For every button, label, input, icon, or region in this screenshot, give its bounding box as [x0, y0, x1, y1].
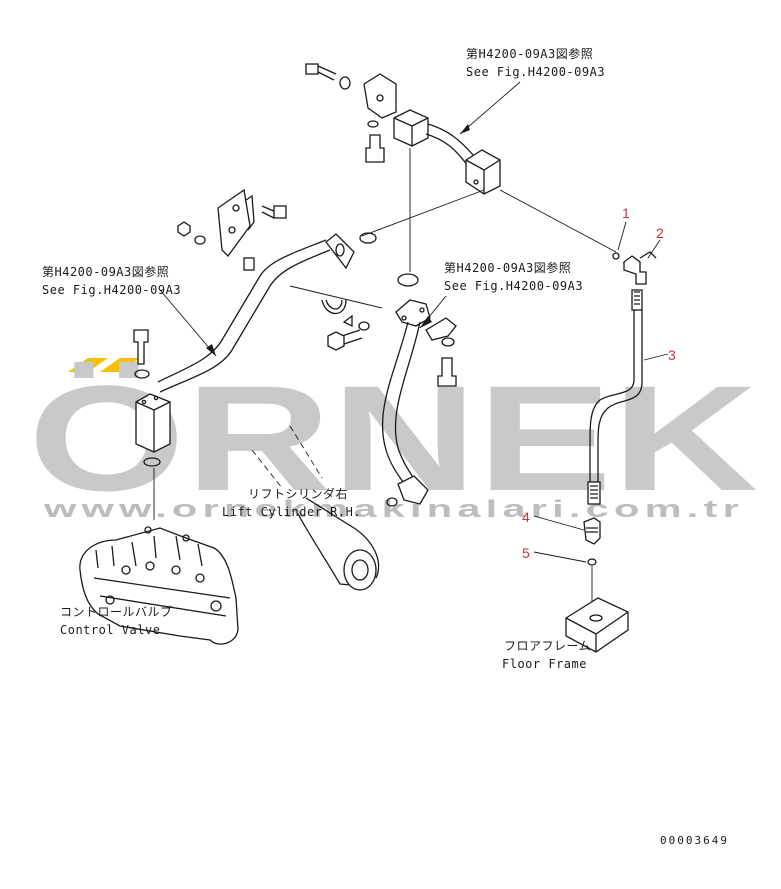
left-tube-flange: [325, 233, 355, 270]
callout-4: 4: [522, 509, 530, 525]
drawing-code: 00003649: [660, 834, 729, 847]
control-valve: [79, 526, 239, 645]
left-block: [135, 393, 171, 453]
ref-mid-en: See Fig.H4200-09A3: [444, 279, 583, 293]
control-valve-jp: コントロールバルブ: [60, 604, 173, 619]
part-2-elbow: [623, 255, 647, 285]
part-5-ring: [587, 558, 597, 566]
ref-mid-jp: 第H4200-09A3図参照: [444, 260, 571, 275]
clamp: [321, 299, 347, 315]
floor-frame-en: Floor Frame: [502, 657, 587, 671]
watermark-url: www.ornekmakinalari.com.tr: [42, 496, 744, 523]
top-bracket: [363, 73, 397, 119]
control-valve-en: Control Valve: [60, 623, 160, 637]
floor-frame-jp: フロアフレーム: [504, 639, 591, 653]
watermark-accent-right: [100, 358, 140, 372]
lift-cylinder-jp: リフトシリンダ右: [248, 486, 348, 501]
o-ring-center: [397, 273, 419, 287]
top-flange: [465, 149, 501, 195]
callout-5: 5: [522, 545, 530, 561]
small-bolt: [365, 134, 385, 163]
top-bolt: [305, 63, 351, 90]
ref-top-en: See Fig.H4200-09A3: [466, 65, 605, 79]
part-4-connector: [583, 517, 601, 545]
o-ring-upper: [359, 232, 377, 244]
callout-3: 3: [668, 347, 676, 363]
callout-2: 2: [656, 225, 664, 241]
callout-1: 1: [622, 205, 630, 221]
left-bracket-plate: [217, 188, 251, 257]
lift-cylinder: [251, 425, 380, 591]
left-tube-assembly: [133, 188, 383, 520]
watermark-accent-left: [68, 358, 108, 372]
ref-left-jp: 第H4200-09A3図参照: [42, 264, 169, 279]
lift-cylinder-en: Lift Cylinder R.H.: [222, 505, 361, 519]
right-hose: [533, 221, 669, 653]
part-1-plug: [612, 252, 620, 260]
ref-left-en: See Fig.H4200-09A3: [42, 283, 181, 297]
ref-top-jp: 第H4200-09A3図参照: [466, 46, 593, 61]
top-tube-assembly: [305, 63, 617, 272]
floor-frame: [565, 597, 629, 653]
top-block: [393, 109, 429, 147]
middle-hose: [381, 295, 457, 507]
